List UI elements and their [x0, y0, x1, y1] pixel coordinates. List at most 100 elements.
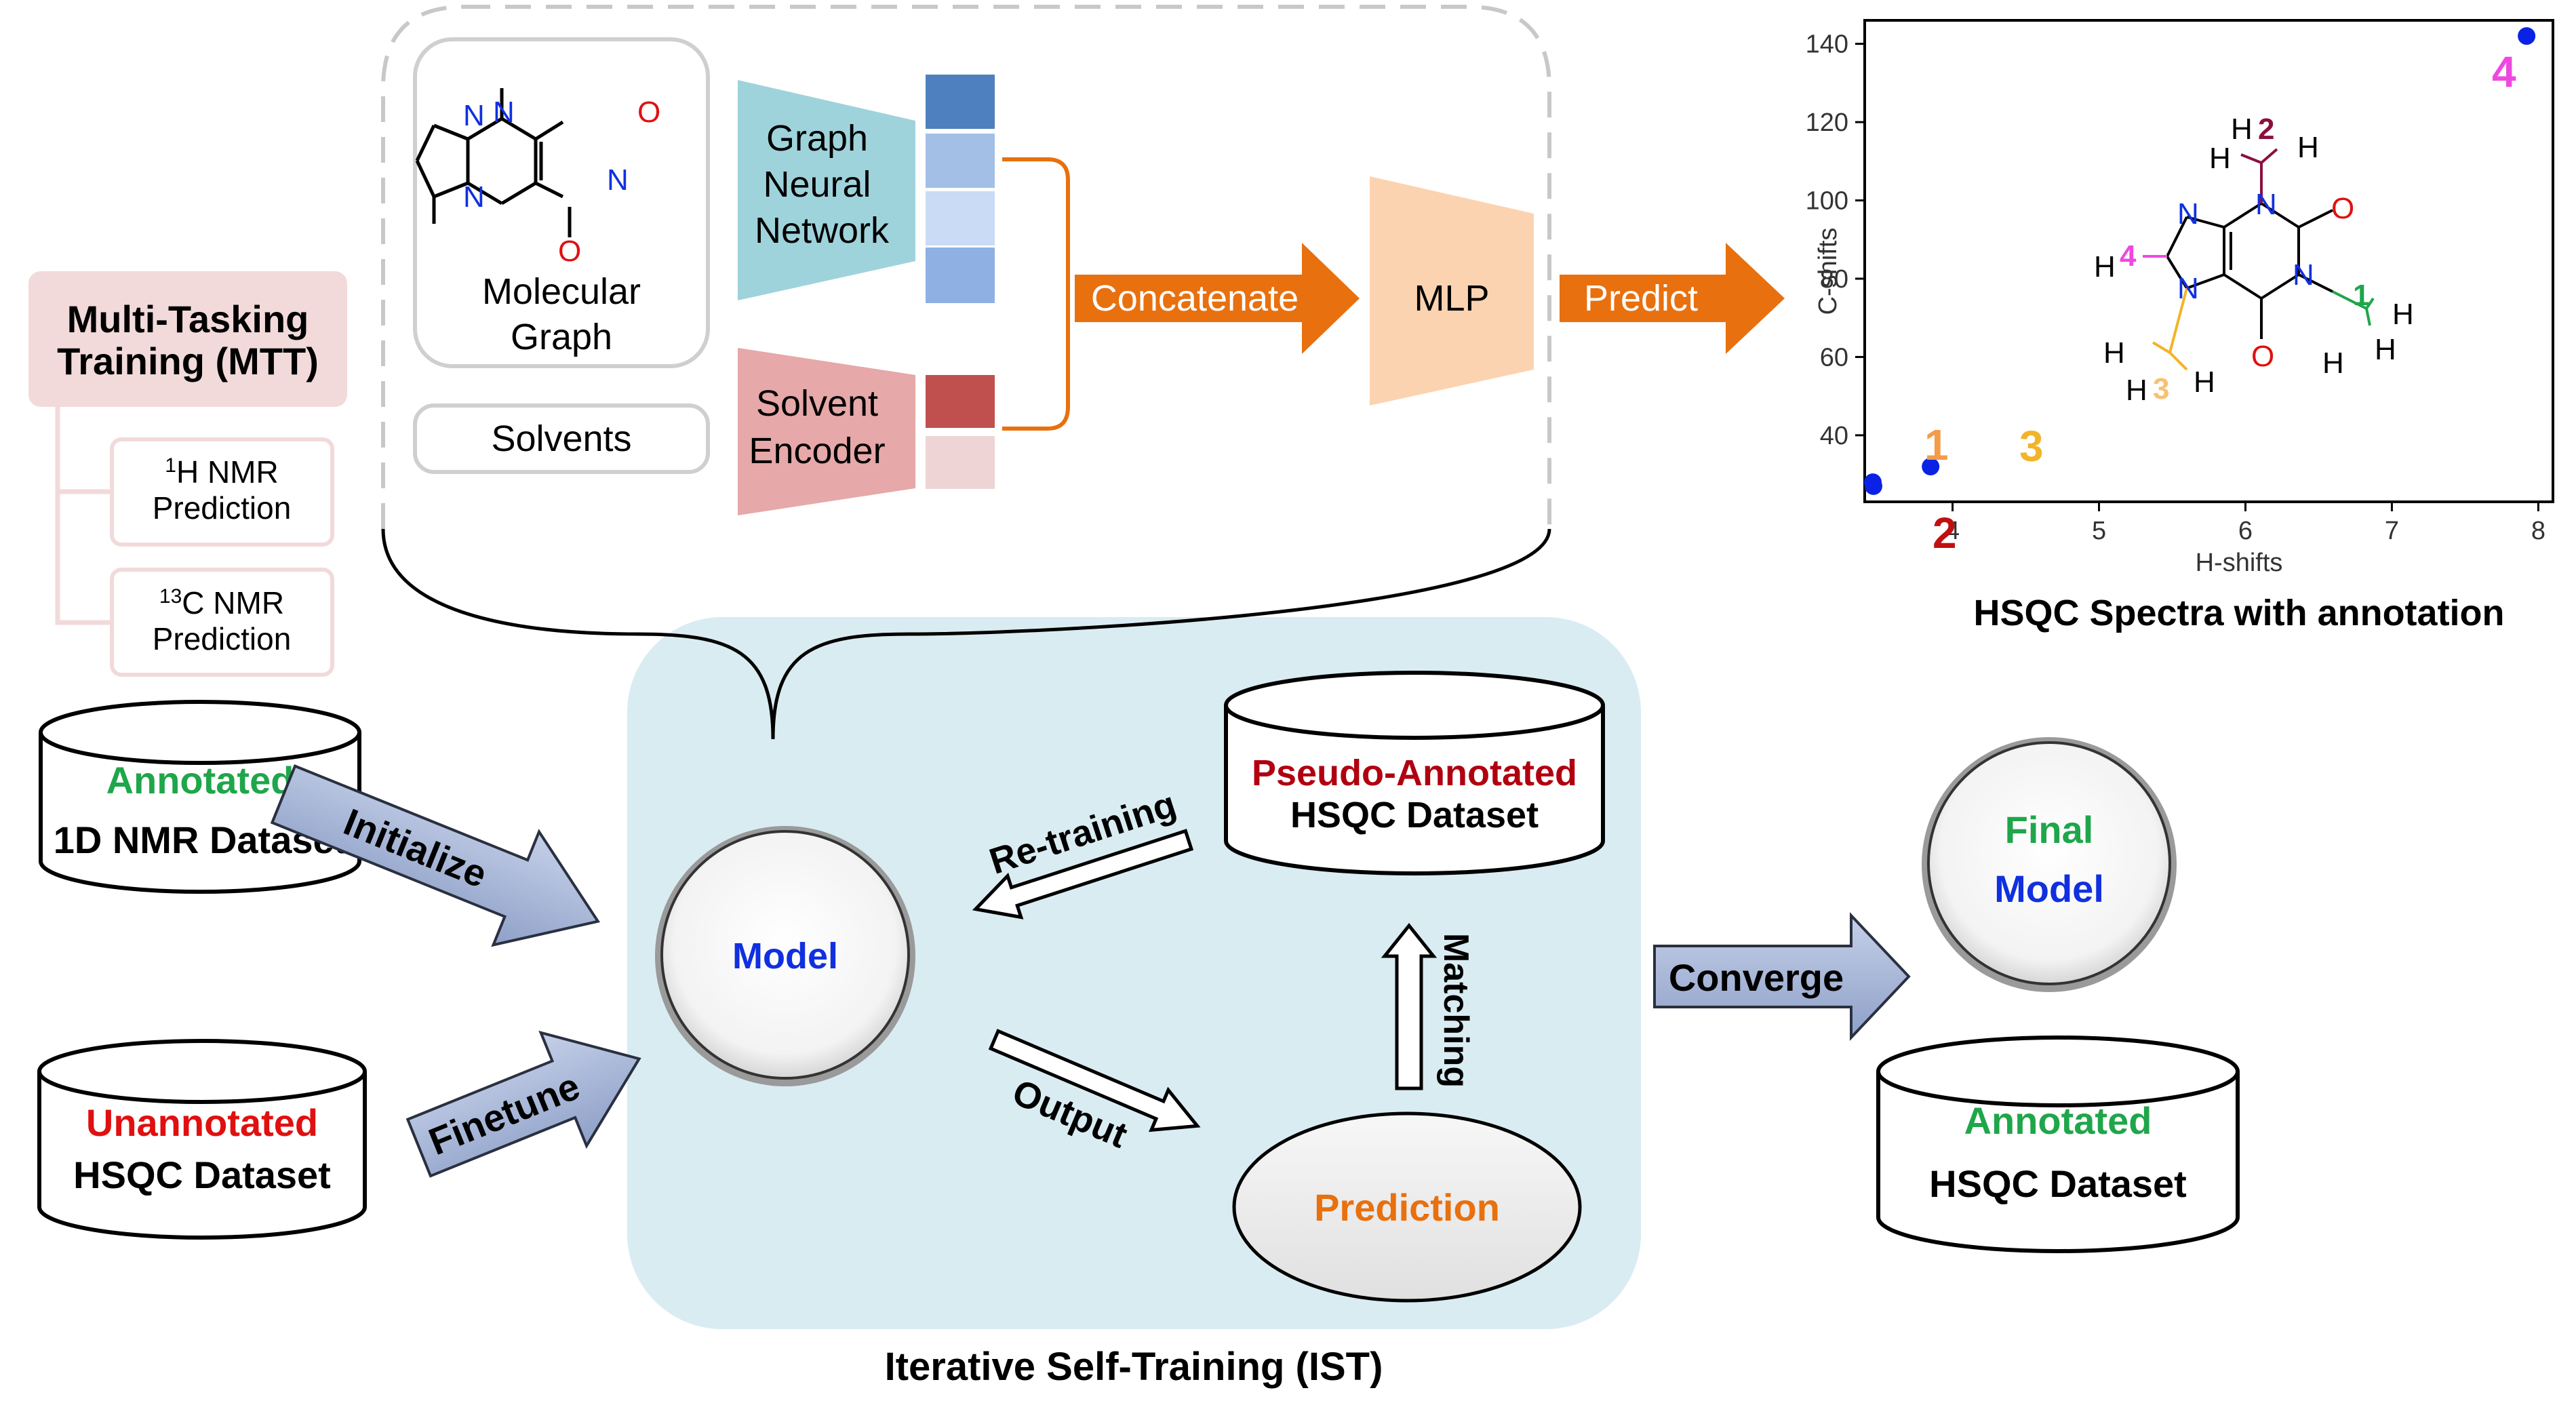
gnn-embedding-cell-4	[926, 248, 995, 303]
gnn-label-3: Network	[755, 210, 890, 251]
architecture-dashed-box	[381, 5, 1551, 529]
solvent-encoder-block	[738, 348, 915, 515]
mol-h-1: H	[2231, 113, 2253, 146]
unannotated-hsqc-dataset	[37, 1039, 367, 1240]
mol-n-1: N	[2255, 188, 2277, 221]
caffeine-annotated-methyls	[2143, 148, 2375, 371]
solvents-label: Solvents	[491, 418, 631, 459]
ist-caption: Iterative Self-Training (IST)	[885, 1345, 1383, 1389]
hsqc-plot-frame	[1863, 19, 2554, 503]
mol-h-4: H	[2392, 298, 2414, 331]
mol-n-3: N	[2177, 197, 2199, 231]
y-tick-label: 120	[1806, 109, 1848, 137]
hsqc-xlabel: H-shifts	[2196, 549, 2283, 577]
gnn-embedding-cell-3	[926, 191, 995, 245]
h-nmr-text: H NMR	[176, 454, 279, 490]
mol-h-8: H	[2103, 336, 2125, 370]
scatter-point	[2518, 27, 2536, 45]
prediction-label: Prediction	[1314, 1186, 1500, 1229]
prediction-node	[1232, 1111, 1582, 1303]
matching-arrow: Matching	[1381, 922, 1475, 1090]
y-tick-label: 60	[1820, 343, 1848, 372]
annotated-1d-dataset-label-1: Annotated	[106, 759, 294, 802]
annotated-1d-dataset	[39, 700, 361, 894]
caffeine-annotated-structure	[2166, 202, 2333, 339]
concatenate-arrow	[1075, 243, 1360, 354]
pseudo-annotated-label-1: Pseudo-Annotated	[1252, 753, 1577, 793]
point-annotation-1: 1	[1924, 420, 1949, 469]
mol-h-2: H	[2209, 142, 2231, 175]
mol-h-9: H	[2126, 374, 2147, 407]
solvents-card	[413, 403, 710, 474]
model-label: Model	[732, 936, 838, 977]
final-annotated-label-1: Annotated	[1964, 1099, 2152, 1142]
scatter-point	[1864, 477, 1882, 495]
concatenate-label: Concatenate	[1091, 278, 1299, 319]
solvent-encoder-label-1: Solvent	[756, 383, 878, 424]
y-tick-label: 80	[1820, 265, 1848, 294]
h-nmr-task-box[interactable]	[110, 437, 334, 547]
y-tick-label: 40	[1820, 422, 1848, 450]
final-annotated-label-2: HSQC Dataset	[1929, 1162, 2187, 1205]
unannotated-hsqc-label-1: Unannotated	[86, 1101, 318, 1144]
hsqc-plot-points	[1864, 27, 2536, 495]
solvent-encoder-label-2: Encoder	[749, 431, 885, 471]
gnn-block	[738, 80, 915, 300]
point-annotation-4: 4	[2492, 47, 2516, 96]
c-nmr-superscript: 13	[159, 585, 182, 608]
h-nmr-task-label-2: Prediction	[153, 490, 292, 526]
point-annotation-2: 2	[1933, 509, 1957, 557]
mlp-block	[1370, 176, 1534, 406]
x-tick-label: 4	[1945, 517, 1960, 545]
architecture-brace	[381, 528, 1551, 740]
mol-h-10: H	[2194, 366, 2215, 399]
caffeine-small-structure	[415, 88, 572, 237]
mol-h-6: H	[2322, 347, 2344, 380]
mol-label-1: 1	[2353, 279, 2369, 312]
mol-o-2: O	[2251, 340, 2274, 373]
mol-o-1: O	[2331, 192, 2354, 225]
unannotated-hsqc-label-2: HSQC Dataset	[73, 1153, 331, 1196]
hsqc-caption: HSQC Spectra with annotation	[1973, 593, 2504, 633]
mtt-title-1: Multi-Tasking	[67, 298, 309, 340]
caffeine-n4: N	[463, 180, 485, 214]
pseudo-annotated-label-2: HSQC Dataset	[1290, 795, 1539, 835]
hsqc-ylabel: C-shifts	[1814, 228, 1842, 315]
final-model-label-2: Model	[1994, 867, 2104, 910]
c-nmr-task-label-2: Prediction	[153, 621, 292, 656]
final-model-label-1: Final	[2005, 808, 2094, 851]
c-nmr-task-box[interactable]	[110, 568, 334, 677]
h-nmr-superscript: 1	[165, 454, 176, 477]
caffeine-n1: N	[493, 96, 515, 129]
mol-label-4: 4	[2120, 239, 2137, 273]
c-nmr-task-label: 13C NMR	[159, 585, 284, 620]
mtt-tree-lines	[55, 407, 112, 625]
mol-label-3: 3	[2153, 372, 2169, 406]
c-nmr-text: C NMR	[182, 585, 284, 620]
scatter-point	[1922, 458, 1940, 476]
mol-n-4: N	[2177, 272, 2199, 305]
x-tick-label: 7	[2385, 517, 2399, 545]
h-nmr-task-label: 1H NMR	[165, 454, 278, 490]
converge-arrow	[1653, 911, 1911, 1042]
gnn-embedding-cell-1	[926, 75, 995, 129]
point-annotation-3: 3	[2019, 422, 2044, 471]
x-tick-label: 5	[2092, 517, 2106, 545]
caffeine-o2: O	[558, 235, 581, 268]
mol-h-5: H	[2375, 333, 2396, 366]
molecular-graph-card	[413, 37, 710, 368]
molecular-graph-label-1: Molecular	[482, 271, 641, 312]
mtt-header-box	[28, 271, 347, 407]
caffeine-o1: O	[637, 96, 660, 129]
gnn-label-2: Neural	[763, 164, 871, 205]
mol-label-2: 2	[2258, 113, 2274, 146]
mtt-title-2: Training (MTT)	[57, 340, 319, 382]
mol-h-7: H	[2094, 250, 2116, 283]
gnn-label-1: Graph	[766, 118, 868, 159]
molecular-graph-label-2: Graph	[511, 317, 612, 357]
mol-n-2: N	[2293, 258, 2314, 292]
converge-label: Converge	[1669, 956, 1844, 999]
predict-arrow	[1560, 243, 1785, 354]
predict-label: Predict	[1584, 278, 1698, 319]
